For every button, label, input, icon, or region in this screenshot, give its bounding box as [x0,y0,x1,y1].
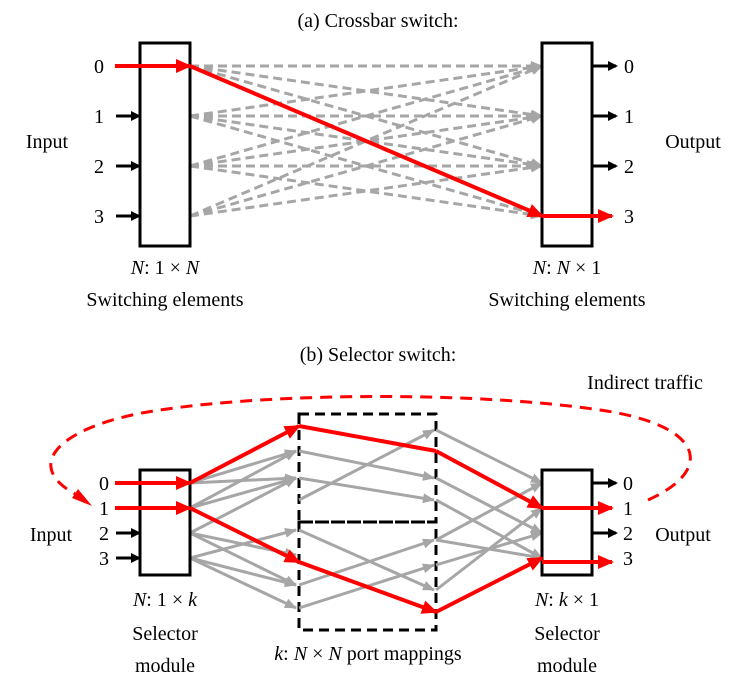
crossbar-output-arrows [593,61,618,171]
selector-in-port-0: 0 [99,473,109,495]
crossbar-output-elements [540,41,594,248]
crossbar-out-port-3: 3 [624,206,634,228]
crossbar-out-port-1: 1 [624,106,634,128]
crossbar-right-caption: N: N × 1 [532,257,602,279]
selector-left-caption: N: 1 × k [132,589,198,611]
crossbar-active-path [115,59,614,223]
selector-input-module [138,468,192,577]
crossbar-out-port-2: 2 [624,156,634,178]
selector-right-module-line2: module [537,655,597,677]
crossbar-left-caption: N: 1 × N [130,257,201,279]
selector-title: (b) Selector switch: [300,344,457,366]
crossbar-input-label: Input [26,131,69,153]
selector-out-port-0: 0 [623,473,633,495]
selector-in-port-2: 2 [99,523,109,545]
crossbar-section: (a) Crossbar switch: [26,10,721,311]
selector-right-caption: N: k × 1 [534,589,599,611]
crossbar-right-elements-label: Switching elements [488,289,645,311]
crossbar-out-port-0: 0 [624,56,634,78]
selector-left-module-line2: module [135,655,195,677]
crossbar-output-label: Output [665,131,721,153]
selector-gray-links [189,428,543,610]
selector-io-arrows [116,478,618,563]
crossbar-left-elements-label: Switching elements [86,289,243,311]
indirect-traffic-label: Indirect traffic [587,372,703,394]
selector-output-label: Output [655,524,711,546]
selector-left-module-line1: Selector [132,623,198,645]
selector-input-label: Input [30,524,73,546]
selector-out-port-3: 3 [623,548,633,570]
crossbar-title: (a) Crossbar switch: [297,10,458,32]
crossbar-input-elements [138,41,192,248]
selector-in-port-1: 1 [99,498,109,520]
crossbar-in-port-1: 1 [94,106,104,128]
selector-section: (b) Selector switch: Indirect traffic [30,344,711,677]
selector-in-port-3: 3 [99,548,109,570]
crossbar-in-port-0: 0 [94,56,104,78]
selector-out-port-2: 2 [623,523,633,545]
selector-out-port-1: 1 [623,498,633,520]
crossbar-input-arrows [116,111,141,221]
crossbar-in-port-2: 2 [94,156,104,178]
selector-output-module [540,468,594,577]
port-mappings-caption: k: N × N port mappings [274,643,462,665]
crossbar-mesh [189,61,543,220]
crossbar-in-port-3: 3 [94,206,104,228]
port-mapping-box-lower [297,520,438,632]
selector-active-paths [115,424,614,614]
selector-right-module-line1: Selector [534,623,600,645]
indirect-traffic-arrowhead [72,489,92,506]
